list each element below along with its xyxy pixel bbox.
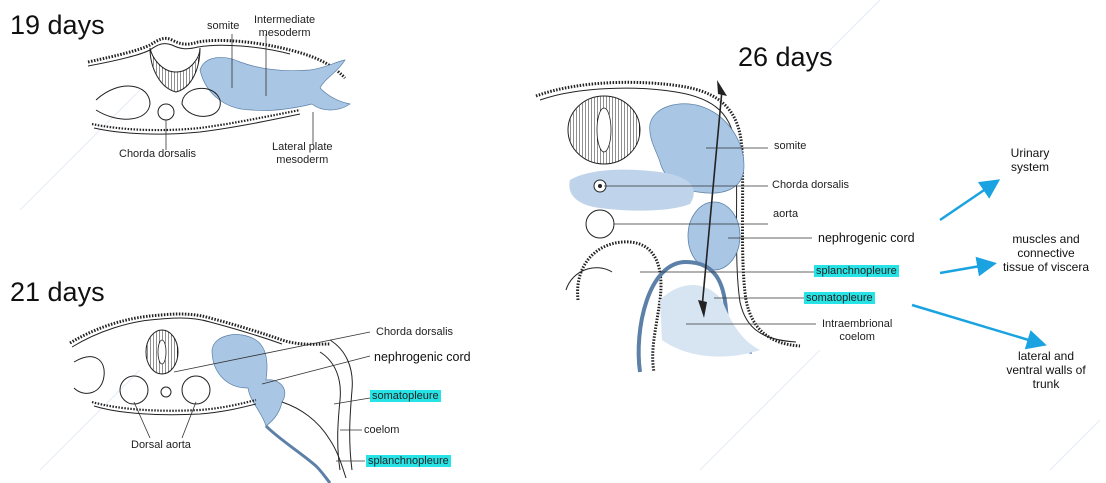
label-19-somite: somite (207, 20, 239, 33)
label-21-chorda-dorsalis: Chorda dorsalis (376, 326, 453, 339)
label-21-splanchnopleure-text: splanchnopleure (366, 455, 451, 467)
outcome-muscles-viscera: muscles and connective tissue of viscera (990, 233, 1102, 274)
label-26-intraembrional-coelom: Intraembrional coelom (822, 318, 892, 343)
embryo-21-days (70, 314, 370, 483)
label-19-chorda-dorsalis: Chorda dorsalis (119, 148, 196, 161)
label-26-somatopleure-text: somatopleure (804, 292, 875, 304)
label-26-splanchnopleure: splanchnopleure (814, 265, 899, 278)
label-21-somatopleure-text: somatopleure (370, 390, 441, 402)
label-19-intermediate-mesoderm: Intermediate mesoderm (254, 14, 315, 39)
label-21-somatopleure: somatopleure (370, 390, 441, 403)
watermark-lines (20, 0, 1100, 470)
outcome-lateral-ventral-walls: lateral and ventral walls of trunk (994, 350, 1098, 391)
arrow-to-urinary (940, 182, 996, 220)
label-21-splanchnopleure: splanchnopleure (366, 455, 451, 468)
label-26-chorda-dorsalis: Chorda dorsalis (772, 179, 849, 192)
title-19-days: 19 days (10, 10, 105, 41)
label-21-dorsal-aorta: Dorsal aorta (131, 439, 191, 452)
label-26-nephrogenic-cord: nephrogenic cord (818, 231, 915, 245)
embryo-26-days (536, 80, 816, 372)
label-21-coelom: coelom (364, 424, 399, 437)
label-26-aorta: aorta (773, 208, 798, 221)
title-26-days: 26 days (738, 42, 833, 73)
arrow-to-viscera (940, 264, 992, 273)
outcome-urinary-system: Urinary system (990, 147, 1070, 175)
label-21-nephrogenic-cord: nephrogenic cord (374, 350, 471, 364)
label-26-splanchnopleure-text: splanchnopleure (814, 265, 899, 277)
label-19-lateral-plate-mesoderm: Lateral plate mesoderm (272, 141, 333, 166)
label-26-somatopleure: somatopleure (804, 292, 875, 305)
title-21-days: 21 days (10, 277, 105, 308)
label-26-somite: somite (774, 140, 806, 153)
arrow-to-trunk-walls (912, 305, 1042, 344)
embryo-19-days (88, 34, 350, 150)
